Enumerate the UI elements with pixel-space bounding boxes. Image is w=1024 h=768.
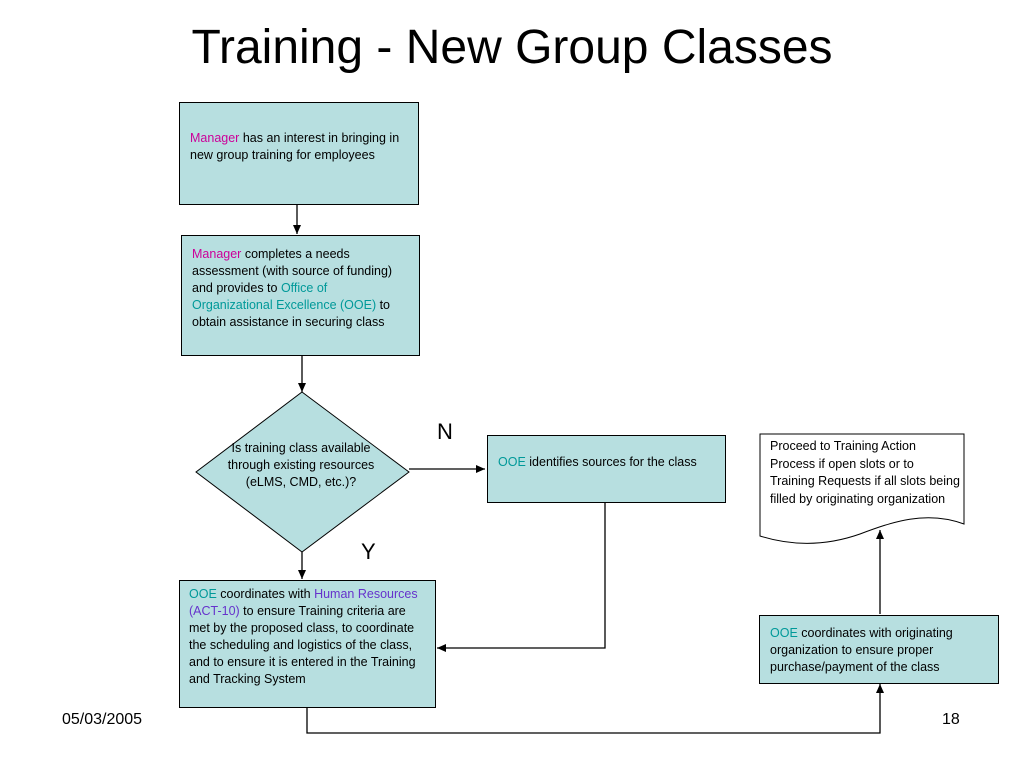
step-ooe-purchase: OOE coordinates with originating organiz… (759, 615, 999, 684)
step-manager-interest: Manager has an interest in bringing in n… (179, 102, 419, 205)
step2-text-part1: completes a needs assessment (with sourc… (192, 247, 393, 295)
slide-date: 05/03/2005 (62, 711, 143, 728)
document-shape (759, 433, 965, 544)
no-branch-label: N (437, 419, 453, 444)
step-no-text: identifies sources for the class (525, 455, 697, 469)
step-needs-assessment: Manager completes a needs assessment (wi… (181, 235, 420, 356)
yes-branch-label: Y (361, 539, 376, 564)
document-text: Proceed to Training Action Process if op… (770, 439, 960, 506)
step-ooe-coordinates-hr: OOE coordinates with Human Resources (AC… (179, 580, 436, 708)
ooe-role-label: OOE (498, 455, 526, 469)
manager-role-label: Manager (192, 247, 242, 261)
ooe-org-label: Office of Organizational Excellence (OOE… (192, 281, 377, 312)
arrow-yes-to-purchase (306, 684, 884, 734)
step-yes-text-part2: to ensure Training criteria are met by t… (189, 604, 416, 686)
hr-org-label: Human Resources (ACT-10) (189, 587, 418, 618)
slide-title: Training - New Group Classes (191, 21, 833, 74)
ooe-role-label: OOE (189, 587, 217, 601)
manager-role-label: Manager (190, 131, 240, 145)
step-purchase-text: coordinates with originating organizatio… (770, 626, 953, 674)
step2-text-part2: to obtain assistance in securing class (192, 298, 391, 329)
ooe-role-label: OOE (770, 626, 798, 640)
step-yes-text-part1: coordinates with (216, 587, 315, 601)
step-ooe-identifies-sources: OOE identifies sources for the class (487, 435, 726, 503)
arrow-no-to-yes (437, 503, 606, 652)
slide-page-number: 18 (942, 711, 960, 728)
decision-text: Is training class available through exis… (227, 441, 375, 489)
step1-text: has an interest in bringing in new group… (190, 131, 400, 162)
